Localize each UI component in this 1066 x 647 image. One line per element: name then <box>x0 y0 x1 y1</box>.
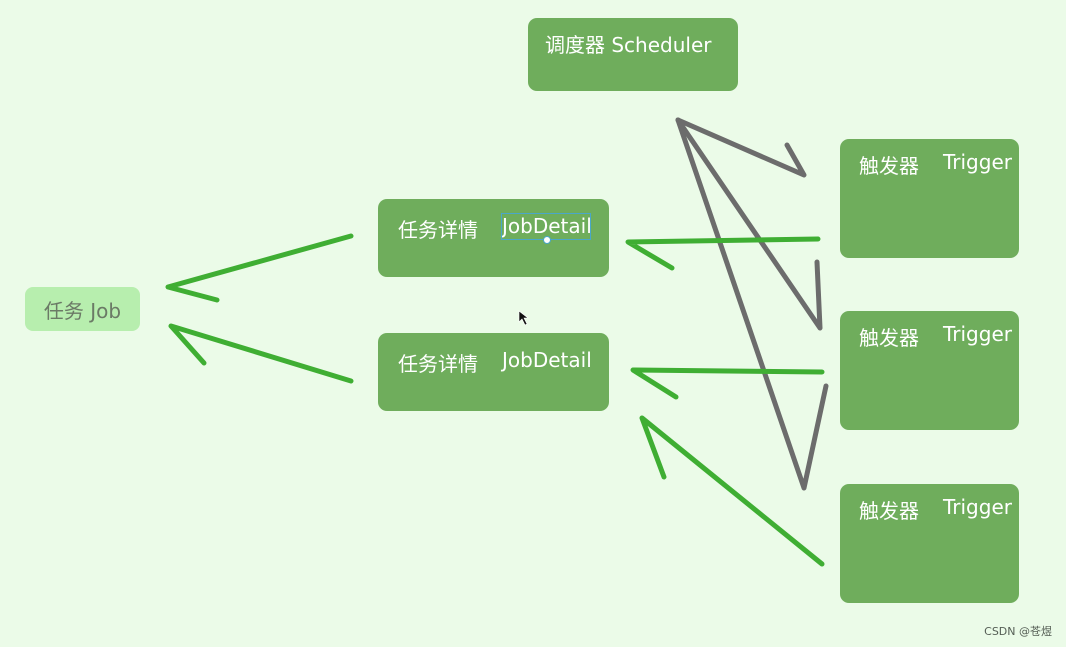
trigger-1-cn-label: 触发器 <box>859 154 919 178</box>
scheduler-label: 调度器 Scheduler <box>545 33 712 57</box>
scheduler-to-trigger-1-arrow <box>675 117 807 178</box>
job-detail-node-2[interactable]: 任务详情 JobDetail <box>378 333 609 411</box>
job-node[interactable]: 任务 Job <box>25 287 140 331</box>
job-label: 任务 Job <box>43 298 122 323</box>
job-detail-1-en-label: JobDetail <box>502 214 592 238</box>
trigger-2-to-job-detail-2-arrow <box>630 367 825 400</box>
trigger-node-1[interactable]: 触发器 Trigger <box>840 139 1019 258</box>
scheduler-to-trigger-2-arrow <box>675 117 823 331</box>
scheduler-to-trigger-3-arrow <box>675 117 829 491</box>
job-detail-1-cn-label: 任务详情 <box>398 218 478 242</box>
trigger-3-en-label: Trigger <box>943 495 1012 519</box>
job-detail-2-en-label: JobDetail <box>502 348 592 372</box>
trigger-1-to-job-detail-1-arrow <box>625 236 821 271</box>
trigger-2-en-label: Trigger <box>943 322 1012 346</box>
job-detail-node-1[interactable]: 任务详情 JobDetail <box>378 199 609 277</box>
scheduler-node[interactable]: 调度器 Scheduler <box>528 18 738 91</box>
trigger-3-to-job-detail-2-arrow <box>639 415 825 567</box>
job-detail-2-cn-label: 任务详情 <box>398 352 478 376</box>
trigger-1-en-label: Trigger <box>943 150 1012 174</box>
trigger-node-3[interactable]: 触发器 Trigger <box>840 484 1019 603</box>
trigger-3-cn-label: 触发器 <box>859 499 919 523</box>
mouse-cursor-icon <box>518 310 529 326</box>
selection-handle[interactable] <box>543 236 551 244</box>
job-detail-2-to-job-arrow <box>168 323 354 384</box>
watermark: CSDN @苍煜 <box>984 625 1052 638</box>
job-detail-1-to-job-arrow <box>165 233 354 303</box>
trigger-2-cn-label: 触发器 <box>859 326 919 350</box>
trigger-node-2[interactable]: 触发器 Trigger <box>840 311 1019 430</box>
